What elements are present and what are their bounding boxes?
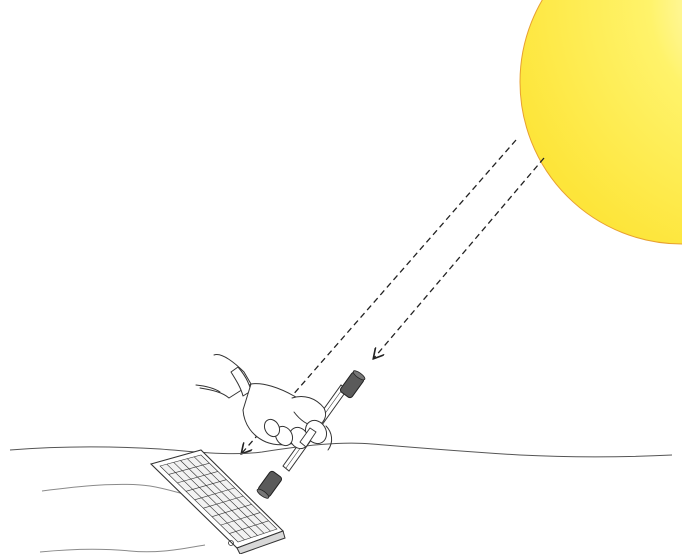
solar-panel-icon	[149, 449, 286, 554]
water-line	[39, 544, 206, 553]
solar-panel-grid-line	[180, 460, 258, 536]
sun-icon	[519, 0, 682, 245]
solar-panel-grid-line	[177, 471, 218, 484]
solar-panel-grid-line	[187, 458, 265, 534]
solar-panel-grid-line	[194, 487, 235, 501]
solar-panel-grid-line	[185, 479, 227, 492]
sun-ray-right	[374, 157, 545, 358]
sun-rays	[242, 139, 545, 453]
solar-panel-grid-line	[173, 462, 252, 538]
solar-panel-grid-line	[211, 504, 252, 517]
solar-panel-grid-line	[168, 462, 210, 475]
solar-panel-grid-line	[220, 512, 261, 526]
solar-panel-grid-line	[229, 520, 269, 534]
ground-lines	[9, 442, 673, 553]
photometer-tube-front	[299, 427, 317, 448]
solar-panel-grid-line	[193, 456, 271, 532]
ground-line	[9, 442, 673, 458]
solar-panel-grid-line	[203, 495, 244, 509]
solar-panel-grid-line	[166, 463, 245, 541]
